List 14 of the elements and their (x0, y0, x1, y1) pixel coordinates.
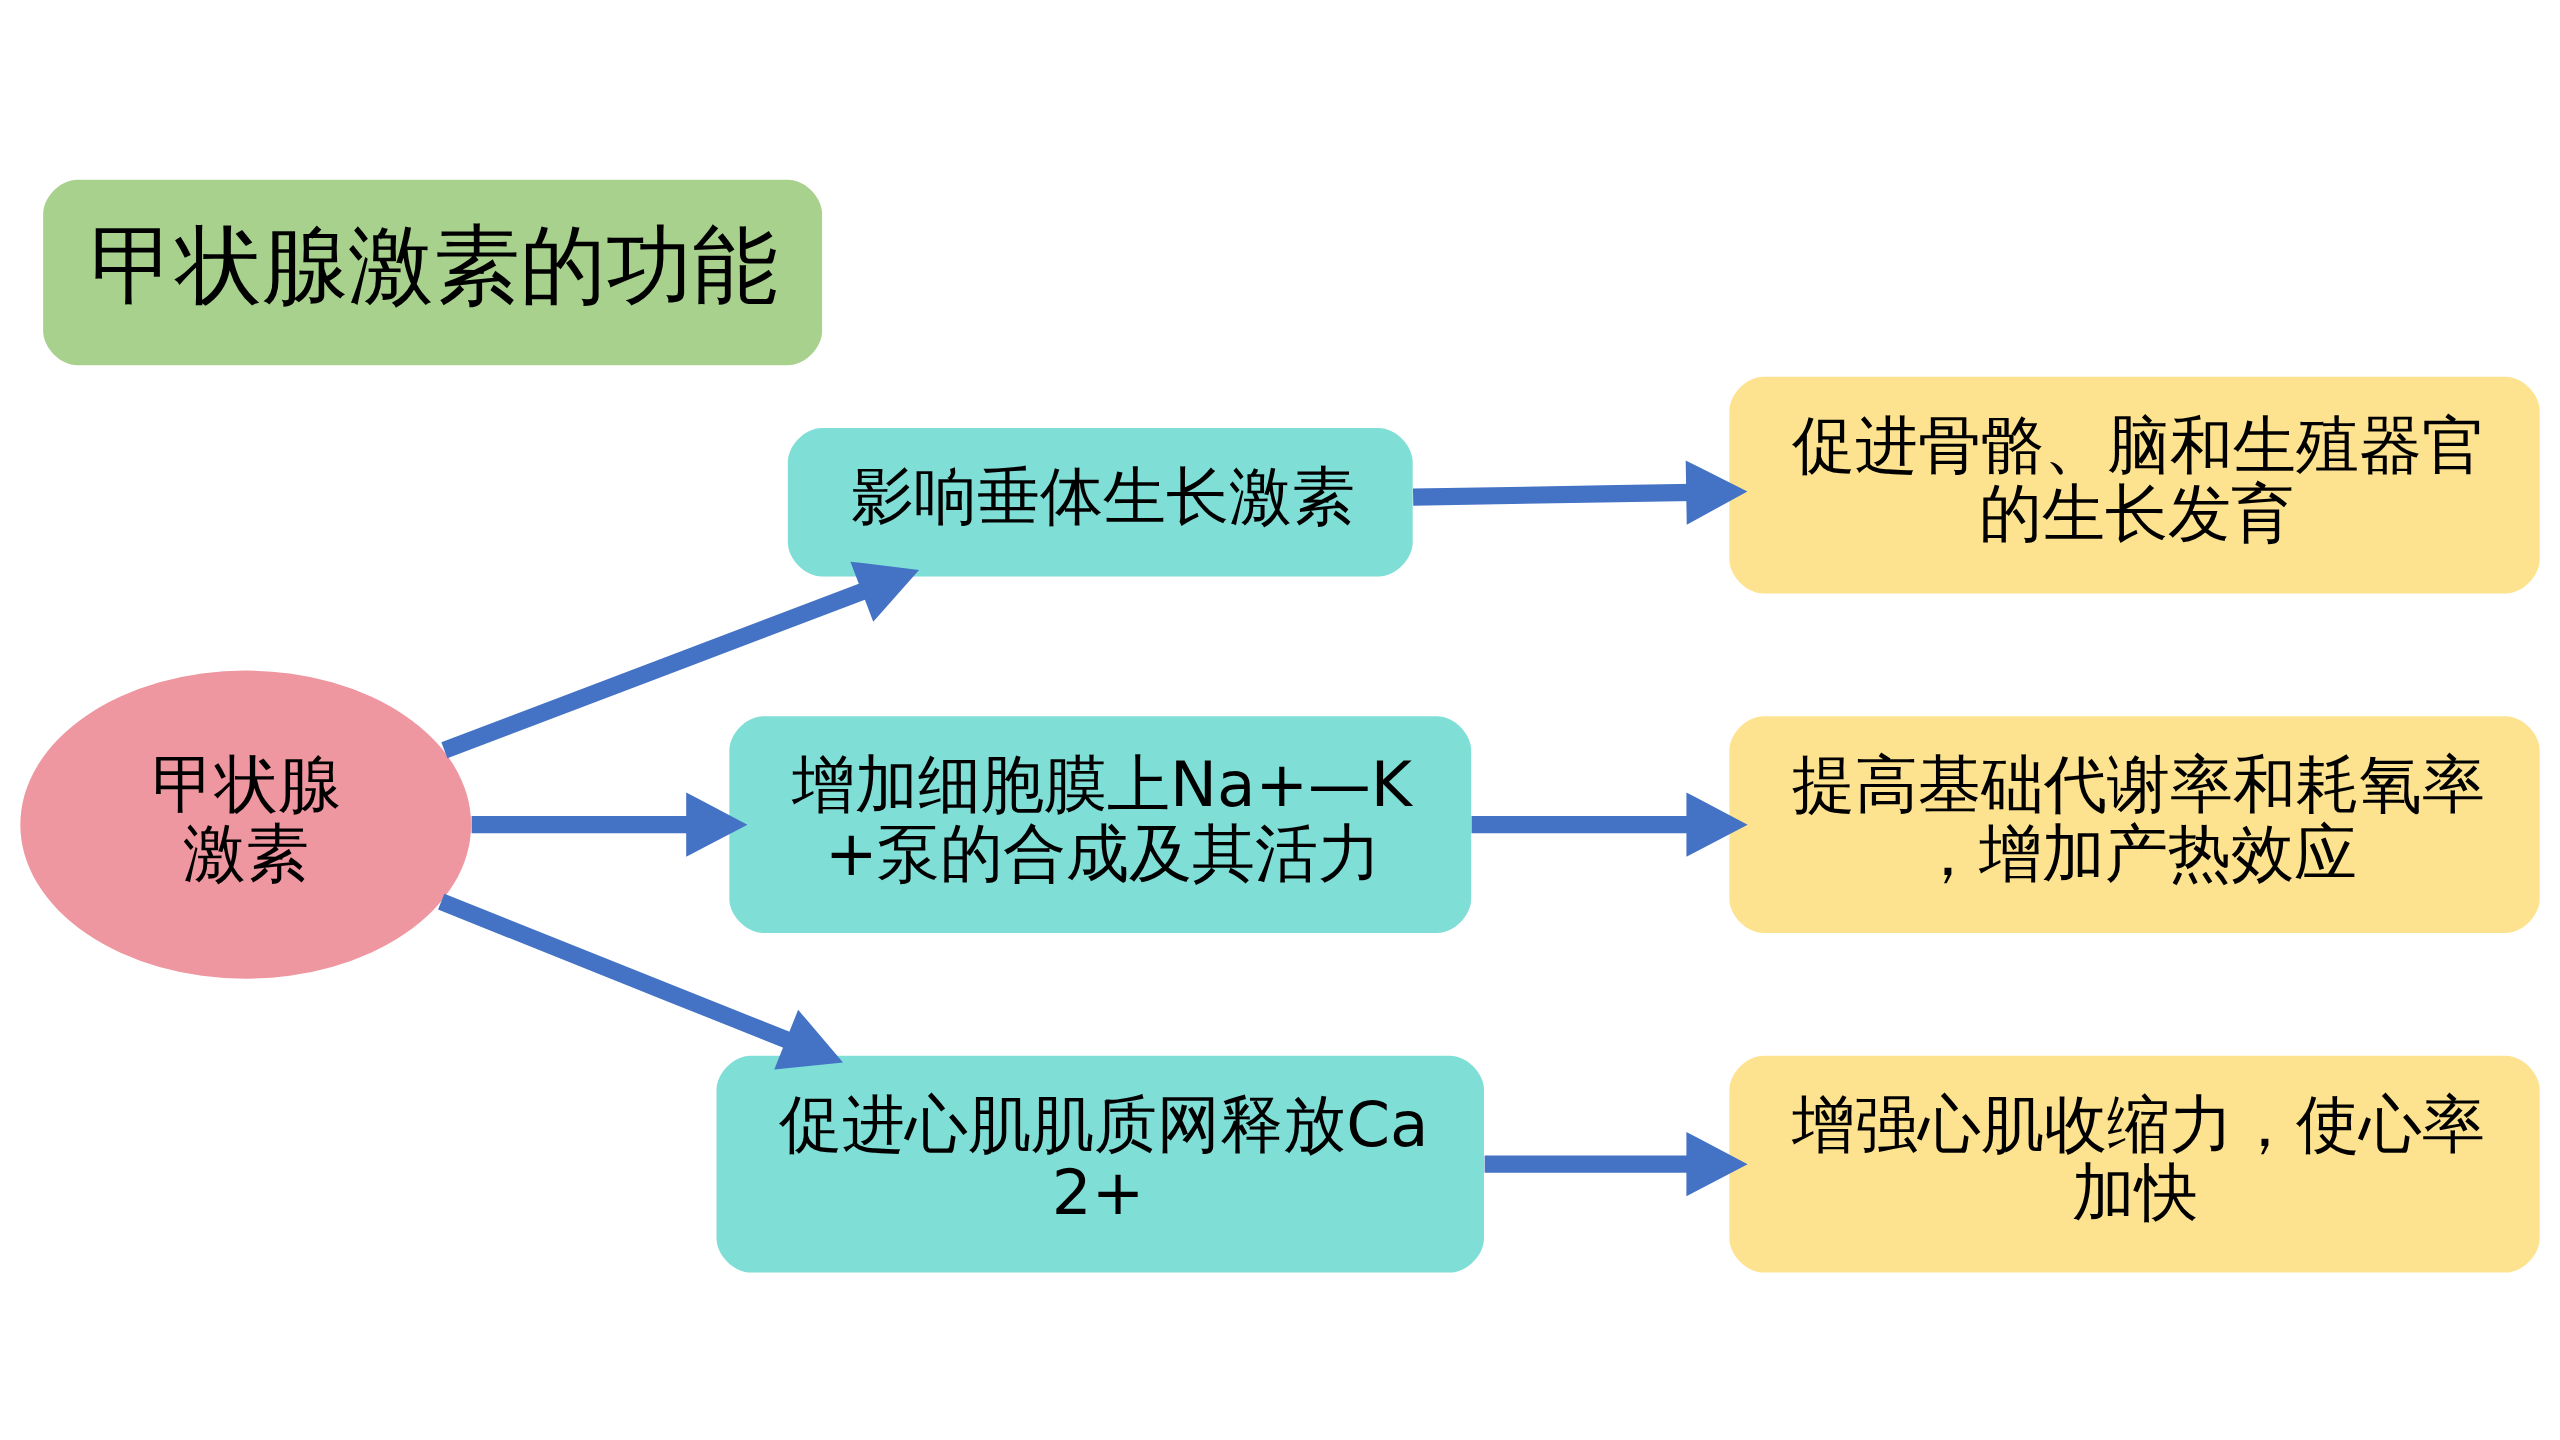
arrow (438, 893, 843, 1069)
arrow (1471, 792, 1748, 857)
node-box: 增加细胞膜上Na+—K+泵的合成及其活力 (729, 715, 1472, 933)
node-box: 促进骨骼、脑和生殖器官的生长发育 (1729, 376, 2540, 594)
arrow (441, 561, 920, 758)
node-ellipse: 甲状腺激素 (20, 670, 472, 979)
diagram-title: 甲状腺激素的功能 (90, 215, 779, 315)
arrow (471, 792, 748, 857)
arrow (1484, 1131, 1748, 1196)
arrow (1412, 459, 1748, 525)
node-box: 影响垂体生长激素 (787, 427, 1413, 576)
node-box: 促进心肌肌质网释放Ca2+ (716, 1055, 1484, 1273)
node-box: 提高基础代谢率和耗氧率，增加产热效应 (1729, 715, 2540, 933)
node-box: 增强心肌收缩力，使心率加快 (1729, 1055, 2540, 1273)
